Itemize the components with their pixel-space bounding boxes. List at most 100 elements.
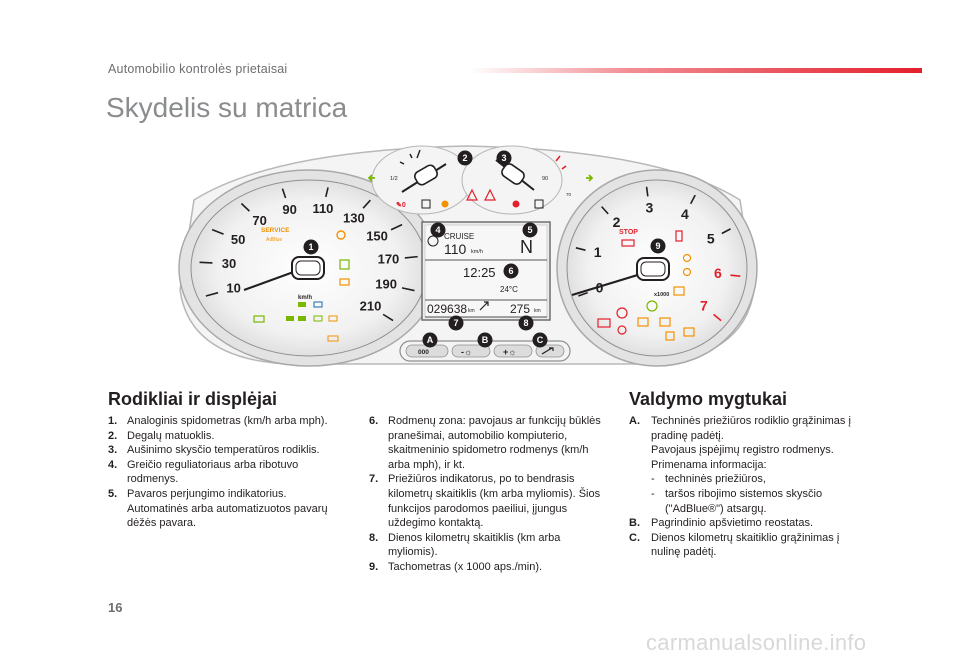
speedo-tick: [325, 187, 329, 198]
adblue-label: AdBlue: [266, 237, 282, 243]
odometer-unit: km: [468, 308, 475, 314]
tachometer: 01234567 STOP x1000: [556, 169, 758, 367]
list-item: C.Dienos kilometrų skaitiklio grąžinimas…: [629, 531, 840, 559]
callout-4: 4: [430, 222, 446, 238]
list-item: 5.Pavaros perjungimo indikatorius. Autom…: [108, 487, 328, 530]
tacho-label: 7: [700, 297, 708, 313]
odometer: 029638: [427, 302, 467, 316]
indicators-list-1: 1.Analoginis spidometras (km/h arba mph)…: [108, 414, 348, 531]
callout-5: 5: [522, 222, 538, 238]
svg-text:✎0: ✎0: [396, 201, 406, 209]
fuel-half-label: 1/2: [390, 176, 398, 182]
svg-text:9: 9: [655, 241, 660, 251]
watermark: carmanualsonline.info: [646, 630, 867, 655]
button-c-label: +☼: [503, 347, 517, 357]
tacho-tick: [645, 186, 649, 197]
svg-text:6: 6: [508, 266, 513, 276]
svg-text:8: 8: [523, 318, 528, 328]
clock: 12:25: [463, 265, 496, 280]
speedo-tick: [240, 202, 250, 212]
page-title: Skydelis su matrica: [106, 92, 348, 123]
button-b-label: -☼: [461, 347, 472, 357]
speedo-tick: [362, 199, 371, 209]
callout-8: 8: [518, 315, 534, 331]
speedo-label: 10: [226, 280, 240, 295]
list-item: 8.Dienos kilometrų skaitiklis (km arba m…: [369, 531, 561, 559]
svg-text:C: C: [537, 335, 544, 345]
tacho-label: 2: [613, 214, 621, 230]
speedo-label: 70: [252, 213, 266, 228]
tacho-label: 3: [645, 200, 653, 216]
section-header: Automobilio kontrolės prietaisai: [108, 62, 288, 76]
callout-2: 2: [457, 150, 473, 166]
speedo-label: 110: [312, 201, 333, 216]
gear-indicator: N: [520, 237, 533, 257]
svg-text:4: 4: [435, 225, 440, 235]
list-item: 6.Rodmenų zona: pavojaus ar funkcijų būk…: [369, 415, 601, 471]
speedo-tick: [205, 291, 219, 297]
tacho-tick: [575, 247, 586, 251]
callout-1: 1: [303, 239, 319, 255]
svg-text:2: 2: [462, 153, 467, 163]
callout-b: B: [477, 332, 493, 348]
list-item: A. Techninės priežiūros rodiklio grąžini…: [629, 415, 851, 515]
tacho-tick: [601, 206, 609, 215]
speedo-tick: [390, 223, 403, 231]
temp-90-label: 90: [542, 176, 548, 182]
list-item: 3.Aušinimo skysčio temperatūros rodiklis…: [108, 444, 320, 457]
tacho-tick: [689, 194, 696, 205]
list-item: 7.Priežiūros indikatorus, po to bendrasi…: [369, 473, 601, 530]
button-a-label: 000: [418, 349, 429, 356]
controls-list: A. Techninės priežiūros rodiklio grąžini…: [629, 414, 869, 560]
callout-3: 3: [496, 150, 512, 166]
tacho-unit: x1000: [654, 292, 669, 298]
speedo-label: 170: [378, 252, 400, 267]
tacho-label: 4: [681, 206, 689, 222]
callout-7: 7: [448, 315, 464, 331]
callout-9: 9: [650, 238, 666, 254]
indicators-list-2: 6.Rodmenų zona: pavojaus ar funkcijų būk…: [369, 414, 609, 575]
tacho-label: 5: [707, 230, 715, 246]
fuel-temp-gauges: 1/2 90 70 ✎0: [367, 145, 594, 215]
list-item: 9.Tachometras (x 1000 aps./min).: [369, 560, 543, 573]
speedo-tick: [382, 313, 394, 322]
tacho-tick: [730, 274, 741, 277]
tacho-tick: [578, 291, 588, 297]
svg-text:1: 1: [308, 242, 313, 252]
trip-range: 275: [510, 302, 530, 316]
tacho-label: 6: [714, 265, 722, 281]
indicators-title: Rodikliai ir displėjai: [108, 389, 278, 409]
list-item: 2.Degalų matuoklis.: [108, 429, 215, 442]
svg-text:7: 7: [453, 318, 458, 328]
speedo-label: 50: [231, 232, 245, 247]
tacho-tick: [721, 228, 731, 235]
callout-a: A: [422, 332, 438, 348]
speedo-label: 90: [282, 202, 296, 217]
cruise-speed: 110: [444, 241, 467, 257]
page-number: 16: [108, 600, 123, 615]
cruise-speed-unit: km/h: [471, 249, 483, 255]
outside-temp: 24°C: [500, 285, 518, 294]
cruise-label: CRUISE: [444, 232, 474, 241]
callout-c: C: [532, 332, 548, 348]
svg-text:5: 5: [527, 225, 532, 235]
speedo-label: 190: [375, 276, 397, 291]
svg-text:3: 3: [501, 153, 506, 163]
tacho-label: 1: [594, 244, 602, 260]
stop-label: STOP: [619, 229, 638, 236]
speedo-tick: [199, 261, 213, 264]
list-item: 1.Analoginis spidometras (km/h arba mph)…: [108, 415, 328, 427]
service-label: SERVICE: [261, 227, 290, 234]
svg-text:A: A: [427, 335, 434, 345]
control-buttons: 000 -☼ +☼: [399, 340, 571, 362]
speedo-tick: [211, 228, 224, 235]
header-accent-bar: [470, 68, 922, 73]
speedo-label: 150: [366, 228, 388, 243]
controls-title: Valdymo mygtukai: [629, 389, 788, 409]
svg-text:B: B: [482, 335, 489, 345]
callout-6: 6: [503, 263, 519, 279]
speedo-label: 210: [360, 298, 382, 313]
list-item: 4.Greičio reguliatoriaus arba ribotuvo r…: [108, 458, 299, 486]
